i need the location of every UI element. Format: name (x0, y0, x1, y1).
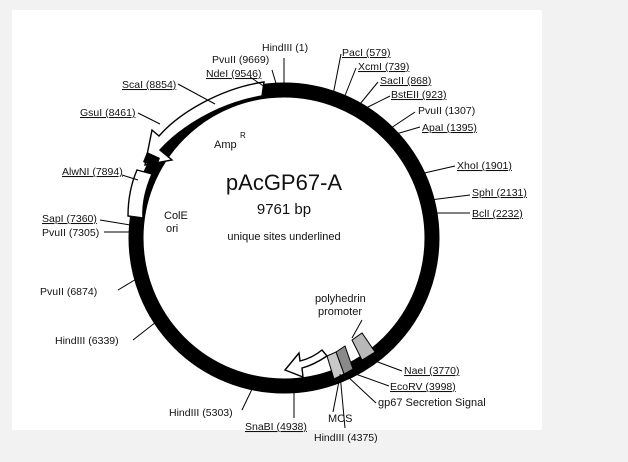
ampr-marker-block (143, 152, 160, 168)
tick-pvuii-6874 (117, 277, 139, 291)
site-label-hindiii-4375: HindIII (4375) (314, 432, 378, 444)
plasmid-size: 9761 bp (257, 201, 311, 218)
tick-polyhedrin (351, 319, 363, 339)
tick-pvuii-1307 (390, 111, 416, 129)
tick-hindiii-6339 (132, 321, 157, 341)
amp-superscript-label: R (240, 131, 246, 140)
site-label-pvuii-1307: PvuII (1307) (418, 105, 475, 117)
cole-ori-element (127, 169, 153, 219)
tick-pvuii-9669 (271, 69, 279, 91)
tick-bsteii-923 (365, 95, 391, 109)
site-label-paci-579: PacI (579) (342, 47, 390, 59)
site-label-pvuii-6874: PvuII (6874) (40, 286, 97, 298)
tick-ndei-9546 (249, 76, 272, 92)
tick-sacii-868 (359, 81, 379, 105)
tick-paci-579 (332, 53, 342, 96)
gp67-signal-element (326, 351, 345, 380)
tick-gsui-8461 (137, 112, 161, 125)
site-label-xcmi-739: XcmI (739) (358, 61, 409, 73)
polyhedrin-label: polyhedrin (315, 293, 366, 305)
tick-hindiii-4375 (339, 373, 346, 429)
site-label-sapi-7360: SapI (7360) (42, 213, 97, 225)
site-label-pvuii-7305: PvuII (7305) (42, 227, 99, 239)
tick-mcs (332, 375, 341, 413)
site-label-gsui-8461: GsuI (8461) (80, 107, 135, 119)
site-label-scai-8854: ScaI (8854) (122, 79, 176, 91)
site-label-ndei-9546: NdeI (9546) (206, 68, 261, 80)
site-label-snabi-4938: SnaBI (4938) (245, 421, 307, 433)
site-label-ecorv-3998: EcoRV (3998) (390, 381, 456, 393)
ori-label: ori (166, 223, 178, 235)
site-label-hindiii-6339: HindIII (6339) (55, 335, 119, 347)
site-label-sphi-2131: SphI (2131) (472, 187, 527, 199)
tick-xcmi-739 (343, 67, 357, 99)
cole-label: ColE (164, 210, 188, 222)
gp67-label: gp67 Secretion Signal (378, 397, 486, 409)
mcs-label: MCS (328, 413, 352, 425)
tick-xhoi-1901 (419, 165, 456, 175)
site-label-alwni-7894: AlwNI (7894) (62, 166, 123, 178)
site-label-pvuii-9669: PvuII (9669) (212, 54, 269, 66)
tick-scai-8854 (177, 83, 216, 105)
tick-naei-3770 (366, 357, 403, 372)
tick-sapi-7360 (99, 219, 137, 227)
tick-ecorv-3998 (349, 371, 390, 387)
plasmid-name: pAcGP67-A (226, 170, 342, 195)
site-label-bsteii-923: BstEII (923) (391, 89, 446, 101)
mcs-element (351, 332, 376, 361)
promoter-label: promoter (318, 306, 362, 318)
site-label-xhoi-1901: XhoI (1901) (457, 160, 512, 172)
site-label-apai-1395: ApaI (1395) (422, 122, 477, 134)
amp-resistance-gene (144, 81, 265, 166)
site-label-hindiii-5303: HindIII (5303) (169, 407, 233, 419)
tick-alwni-7894 (121, 174, 139, 181)
site-label-hindiii-1: HindIII (1) (262, 42, 308, 54)
site-label-naei-3770: NaeI (3770) (404, 365, 459, 377)
site-label-bcli-2232: BclI (2232) (472, 208, 523, 220)
tick-sphi-2131 (429, 194, 471, 201)
gp67-fusion-arrow (283, 349, 329, 379)
site-ticks (99, 53, 471, 429)
plasmid-note: unique sites underlined (227, 231, 340, 243)
site-labels: HindIII (1) PvuII (9669) NdeI (9546) Sca… (40, 42, 527, 444)
tick-apai-1395 (395, 126, 421, 135)
site-label-sacii-868: SacII (868) (380, 75, 431, 87)
amp-label: Amp (214, 139, 237, 151)
tick-hindiii-5303 (241, 384, 255, 411)
tick-gp67 (345, 374, 377, 404)
